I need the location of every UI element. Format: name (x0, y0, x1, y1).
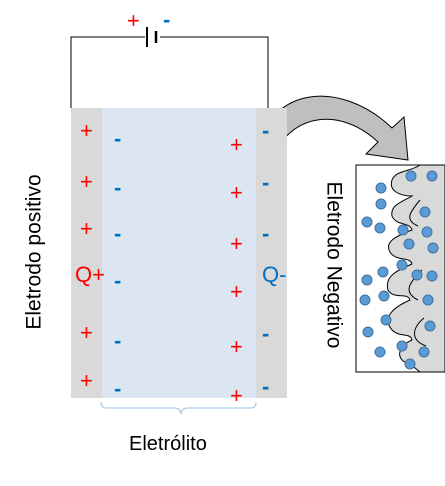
electrolyte-anion: - (114, 221, 122, 246)
ion-particle (426, 170, 438, 182)
electrolyte-anion: - (114, 126, 122, 151)
ion-particle (361, 216, 373, 228)
ion-particle (374, 222, 386, 234)
electrolyte-anion: - (114, 268, 122, 293)
electrolyte-cation: + (230, 231, 243, 256)
electrolyte-cation: + (230, 180, 243, 205)
ion-particle (396, 259, 408, 271)
right-wire (160, 36, 269, 108)
ion-particle (375, 182, 387, 194)
ion-particle (421, 226, 433, 238)
positive-electrode (71, 108, 102, 398)
ion-particles (359, 170, 439, 370)
ion-particle (397, 224, 409, 236)
positive-electrode-label: Eletrodo positivo (22, 174, 46, 330)
battery-minus-sign: - (163, 7, 171, 32)
electrolyte-anion: - (114, 376, 122, 401)
pore-line-1 (409, 199, 421, 227)
electrolyte-bracket (100, 401, 257, 415)
ion-particle (424, 320, 436, 332)
ion-particle (404, 358, 416, 370)
ion-particle (422, 294, 434, 306)
electrode-plus-charge: + (80, 320, 93, 345)
electrode-minus-charge: - (262, 221, 270, 246)
electrode-minus-charge: - (262, 321, 270, 346)
electrode-plus-charge: + (80, 216, 93, 241)
electrolyte-cation: + (230, 132, 243, 157)
ion-particle (427, 242, 439, 254)
ion-particle (378, 290, 390, 302)
electrode-plus-charge: + (80, 368, 93, 393)
negative-electrode-label: Eletrodo Negativo (322, 181, 346, 349)
electrode-plus-charge: + (80, 118, 93, 143)
electrode-minus-charge: - (262, 170, 270, 195)
negative-charge-label: Q- (262, 262, 287, 287)
porous-electrode-structure (386, 164, 445, 373)
ion-particle (403, 238, 415, 250)
ion-particle (361, 274, 373, 286)
ion-particle (419, 206, 431, 218)
ion-particle (377, 266, 389, 278)
electrode-minus-charge: - (262, 374, 270, 399)
ion-particle (359, 294, 371, 306)
ion-particle (362, 326, 374, 338)
electrolyte-label: Eletrólito (129, 433, 207, 455)
negative-electrode (256, 108, 287, 398)
ion-particle (411, 269, 423, 281)
ion-particle (396, 340, 408, 352)
electrolyte-anion: - (114, 328, 122, 353)
ion-particle (380, 314, 392, 326)
ion-particle (418, 346, 430, 358)
positive-charge-label: Q+ (75, 262, 105, 287)
electrolyte-cation: + (230, 383, 243, 408)
electrolyte-cation: + (230, 334, 243, 359)
ion-particle (405, 170, 417, 182)
electrolyte-region (102, 108, 256, 398)
electrolyte-anion: - (114, 175, 122, 200)
left-wire (70, 36, 145, 108)
electrode-plus-charge: + (80, 169, 93, 194)
ion-particle (375, 198, 387, 210)
pore-line-3 (414, 317, 427, 347)
battery-plus-sign: + (127, 8, 140, 33)
electrolyte-cation: + (230, 279, 243, 304)
electrode-minus-charge: - (262, 118, 270, 143)
ion-particle (374, 346, 386, 358)
ion-particle (426, 270, 438, 282)
